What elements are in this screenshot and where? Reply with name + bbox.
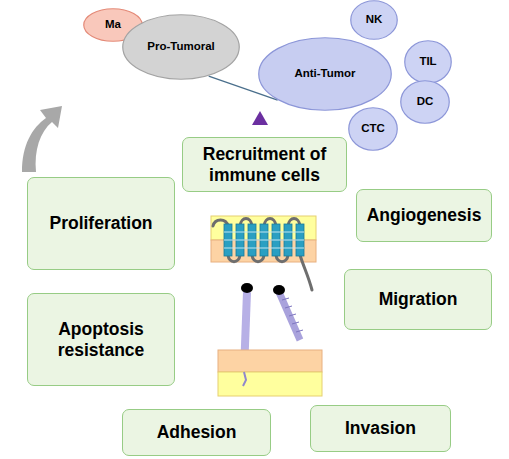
process-box: Proliferation bbox=[27, 177, 175, 270]
fulcrum-triangle bbox=[252, 111, 268, 125]
node-label: Migration bbox=[379, 289, 458, 310]
helix-stripes bbox=[224, 232, 304, 248]
receptor-loops bbox=[213, 219, 312, 291]
node-label: Anti-Tumor bbox=[294, 67, 355, 81]
cell-ellipse: DC bbox=[400, 80, 450, 124]
cell-ellipse: CTC bbox=[348, 107, 398, 151]
cell-ellipse: TIL bbox=[404, 40, 452, 84]
process-box: Invasion bbox=[310, 405, 451, 452]
process-box: Migration bbox=[344, 269, 492, 330]
cell-ellipse: NK bbox=[350, 0, 398, 40]
membrane-layer bbox=[218, 372, 322, 396]
stalk-tail bbox=[243, 372, 246, 386]
process-box: Apoptosis resistance bbox=[27, 293, 175, 386]
process-box: Recruitment of immune cells bbox=[182, 137, 347, 192]
g-protein-stalk bbox=[282, 298, 303, 332]
node-label: DC bbox=[417, 95, 434, 109]
node-label: Apoptosis resistance bbox=[36, 319, 166, 361]
node-label: Ma bbox=[105, 18, 121, 32]
membrane-layer bbox=[218, 350, 322, 372]
node-label: Proliferation bbox=[49, 213, 152, 234]
helix bbox=[224, 224, 304, 256]
process-box: Angiogenesis bbox=[356, 189, 492, 242]
node-label: TIL bbox=[419, 55, 436, 69]
node-label: Pro-Tumoral bbox=[147, 40, 215, 54]
node-label: Adhesion bbox=[157, 422, 237, 443]
node-label: Recruitment of immune cells bbox=[191, 144, 338, 186]
group-ellipse: Pro-Tumoral bbox=[122, 14, 240, 80]
node-label: NK bbox=[366, 13, 383, 27]
group-ellipse: Anti-Tumor bbox=[258, 37, 392, 111]
g-protein-blob bbox=[241, 283, 253, 293]
node-label: Invasion bbox=[345, 418, 416, 439]
node-label: Angiogenesis bbox=[367, 205, 482, 226]
g-protein-blob bbox=[273, 285, 285, 295]
node-label: CTC bbox=[361, 122, 385, 136]
process-box: Adhesion bbox=[122, 409, 271, 456]
curved-arrow bbox=[22, 106, 62, 172]
